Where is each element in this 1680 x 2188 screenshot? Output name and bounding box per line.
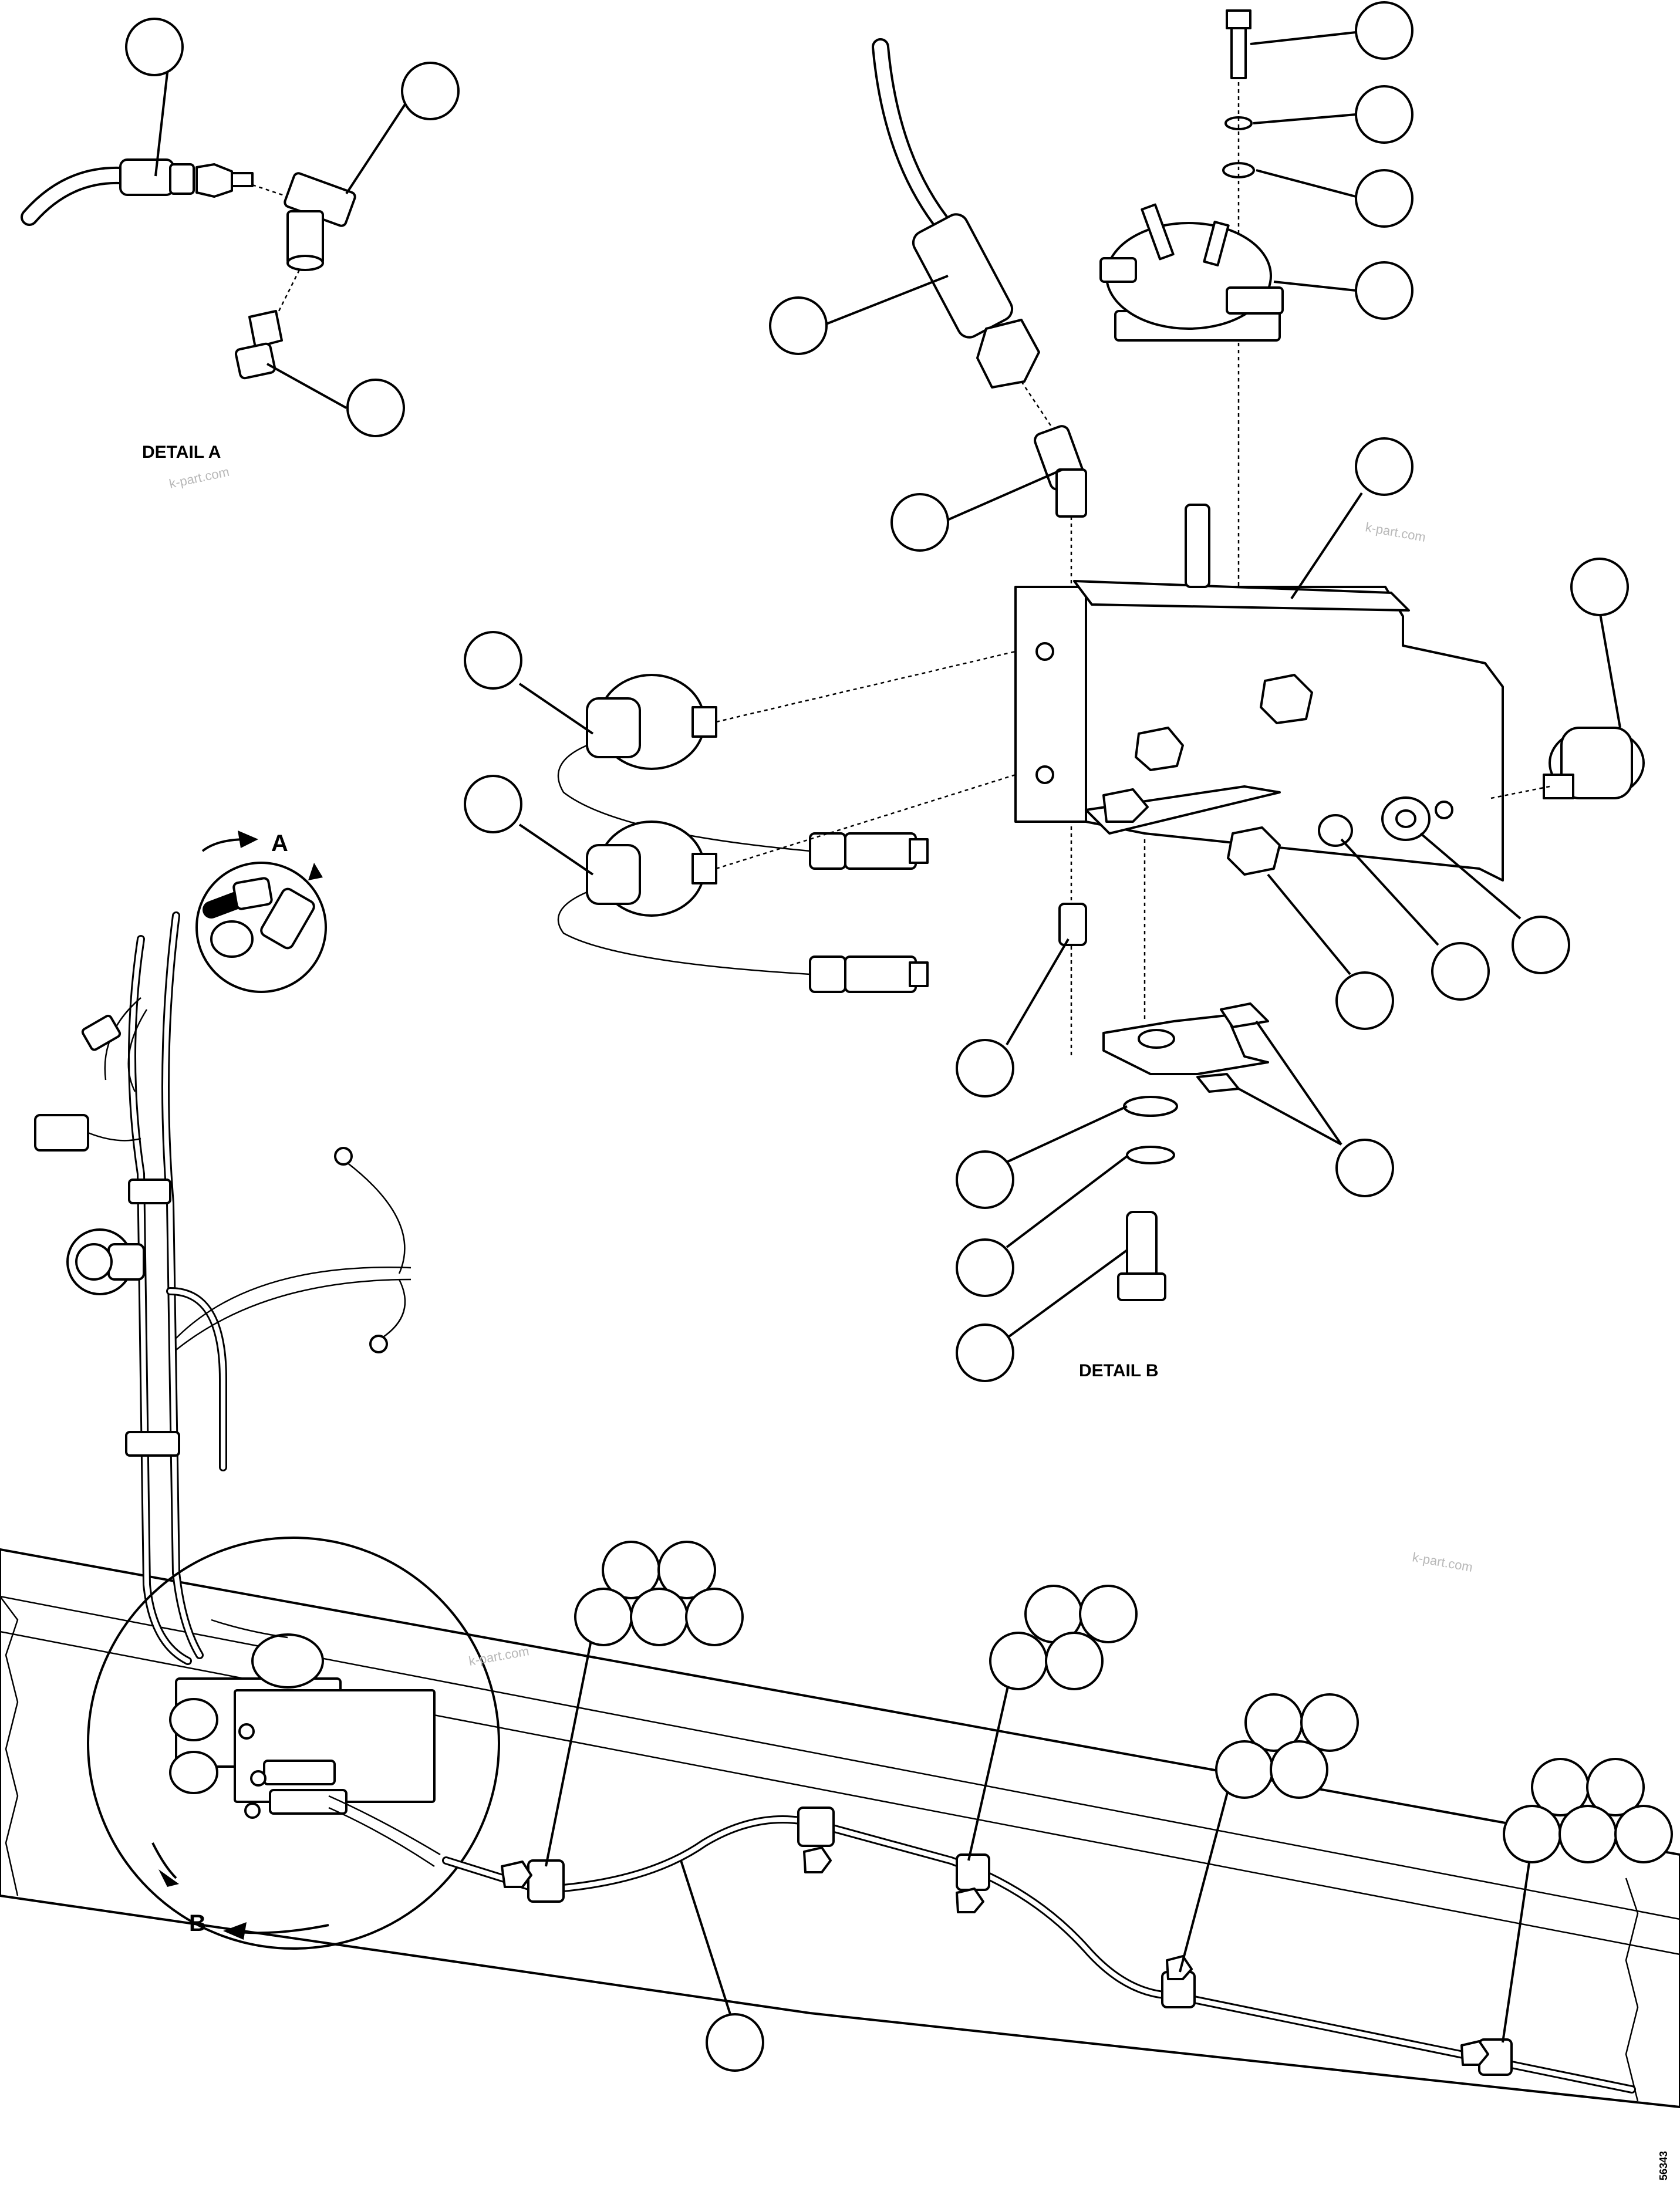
callout-b4 [1355, 261, 1414, 320]
callout-b3 [1355, 169, 1414, 228]
elbow-fitting-b [1034, 425, 1087, 518]
clamp-5 [1460, 2038, 1513, 2076]
view-a-label: A [271, 830, 288, 856]
hex-nut-b [1227, 826, 1281, 876]
callout-b2 [1355, 85, 1414, 144]
callout-a3 [346, 379, 405, 437]
hex-nut-fitting [195, 163, 233, 198]
hose-sleeve [119, 158, 174, 196]
callout-c1b [657, 1541, 716, 1599]
round-connector [66, 1228, 145, 1295]
callout-cluster-4 [1502, 1758, 1673, 2043]
callout-c1d [630, 1588, 689, 1646]
callout-c2b [1079, 1585, 1138, 1643]
flat-washer-lower-1 [1123, 1096, 1178, 1117]
connector-left [34, 1114, 89, 1152]
callout-b9 [464, 631, 522, 690]
hose-sleeve-b [912, 213, 1014, 339]
detail-a-group: DETAIL A [21, 18, 460, 462]
clamp-3 [956, 1853, 990, 1913]
callout-c4e [1614, 1805, 1673, 1863]
callout-b11 [1512, 916, 1570, 974]
adapter-fitting [234, 310, 283, 380]
lock-washer-b [1318, 814, 1353, 847]
callout-harness [706, 2013, 764, 2072]
callout-c3b [1300, 1693, 1359, 1752]
callout-cluster-1 [545, 1541, 744, 1867]
pressure-switch-2 [557, 820, 929, 993]
pressure-switch-right [1543, 727, 1645, 799]
callout-b8 [1570, 558, 1629, 616]
detail-b-label: DETAIL B [1079, 1361, 1159, 1380]
main-assembly: A B [0, 830, 1680, 2108]
elbow-fitting [284, 172, 356, 271]
callout-c2c [989, 1632, 1048, 1690]
view-b-label: B [189, 1910, 206, 1936]
clamp-2 [797, 1807, 835, 1873]
callout-b17 [956, 1238, 1014, 1297]
callout-c4c [1503, 1805, 1561, 1863]
harness-clip-1 [128, 1179, 171, 1204]
solenoid [1099, 203, 1284, 342]
callout-c3c [1215, 1740, 1274, 1799]
callout-b14 [956, 1039, 1014, 1098]
mounting-bracket [1014, 504, 1504, 882]
callout-c1c [574, 1588, 633, 1646]
callout-b5 [769, 296, 828, 355]
clamp-4 [1161, 1955, 1196, 2008]
bolt-lower [1117, 1211, 1166, 1301]
callout-a2 [401, 62, 460, 120]
drawing-number: 56343 [1658, 2151, 1669, 2180]
callout-b12 [1431, 942, 1490, 1001]
callout-b15 [1335, 1139, 1394, 1197]
watermark-2: k-part.com [1364, 519, 1427, 545]
callout-b13 [1335, 971, 1394, 1030]
watermark-1: k-part.com [168, 464, 231, 491]
callout-cluster-3 [1179, 1693, 1359, 1973]
callout-cluster-2 [967, 1585, 1138, 1861]
spacer [1058, 903, 1087, 946]
watermark-3: k-part.com [1411, 1549, 1474, 1575]
view-b-circle [87, 1537, 500, 1950]
callout-c4b [1586, 1758, 1645, 1816]
flat-washer-lower-2 [1126, 1146, 1175, 1164]
detail-a-label: DETAIL A [142, 443, 221, 462]
pressure-switch-1 [557, 674, 929, 870]
swivel-nut [976, 319, 1040, 389]
callout-b10 [464, 775, 522, 833]
callout-b7 [1355, 437, 1414, 496]
callout-b1 [1355, 1, 1414, 60]
callout-c1e [685, 1588, 744, 1646]
callout-b18 [956, 1323, 1014, 1382]
hose-fitting [169, 163, 195, 195]
callout-a1 [125, 18, 184, 76]
callout-c4d [1558, 1805, 1617, 1863]
callout-b16 [956, 1150, 1014, 1209]
clamp-bracket [1102, 1002, 1269, 1093]
callout-c3d [1270, 1740, 1328, 1799]
bolt-top [1226, 9, 1251, 79]
view-b-contents [169, 1619, 441, 1868]
detail-b-group: DETAIL B [464, 1, 1645, 1382]
callout-c2d [1045, 1632, 1104, 1690]
harness-clip-2 [125, 1431, 180, 1457]
fitting-stem [231, 172, 254, 187]
callout-b6 [890, 493, 949, 552]
